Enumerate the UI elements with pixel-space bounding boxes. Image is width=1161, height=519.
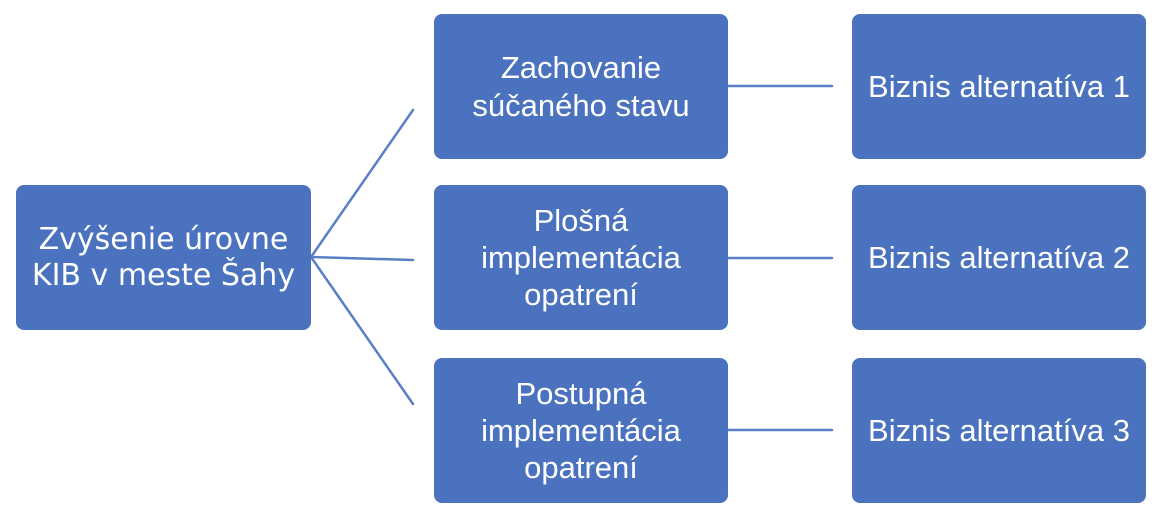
- root-node-label: Zvýšenie úrovne KIB v meste Šahy: [31, 221, 296, 293]
- alternative-node-3-label: Biznis alternatíva 3: [868, 412, 1130, 448]
- connector-root-to-option-1: [309, 108, 415, 259]
- alternative-node-1: Biznis alternatíva 1: [852, 14, 1146, 159]
- connector-root-to-option-3: [309, 255, 415, 406]
- option-node-3: Postupná implementácia opatrení: [434, 358, 728, 503]
- alternative-node-2-label: Biznis alternatíva 2: [868, 239, 1130, 275]
- alternative-node-1-label: Biznis alternatíva 1: [868, 68, 1130, 104]
- alternative-node-2: Biznis alternatíva 2: [852, 185, 1146, 330]
- option-node-2-label: Plošná implementácia opatrení: [481, 202, 681, 313]
- option-node-1-label: Zachovanie súčaného stavu: [472, 50, 690, 123]
- root-node: Zvýšenie úrovne KIB v meste Šahy: [16, 185, 311, 330]
- option-node-3-label: Postupná implementácia opatrení: [481, 375, 681, 486]
- option-node-1: Zachovanie súčaného stavu: [434, 14, 728, 159]
- alternative-node-3: Biznis alternatíva 3: [852, 358, 1146, 503]
- connector-root-to-option-2: [309, 255, 415, 262]
- option-node-2: Plošná implementácia opatrení: [434, 185, 728, 330]
